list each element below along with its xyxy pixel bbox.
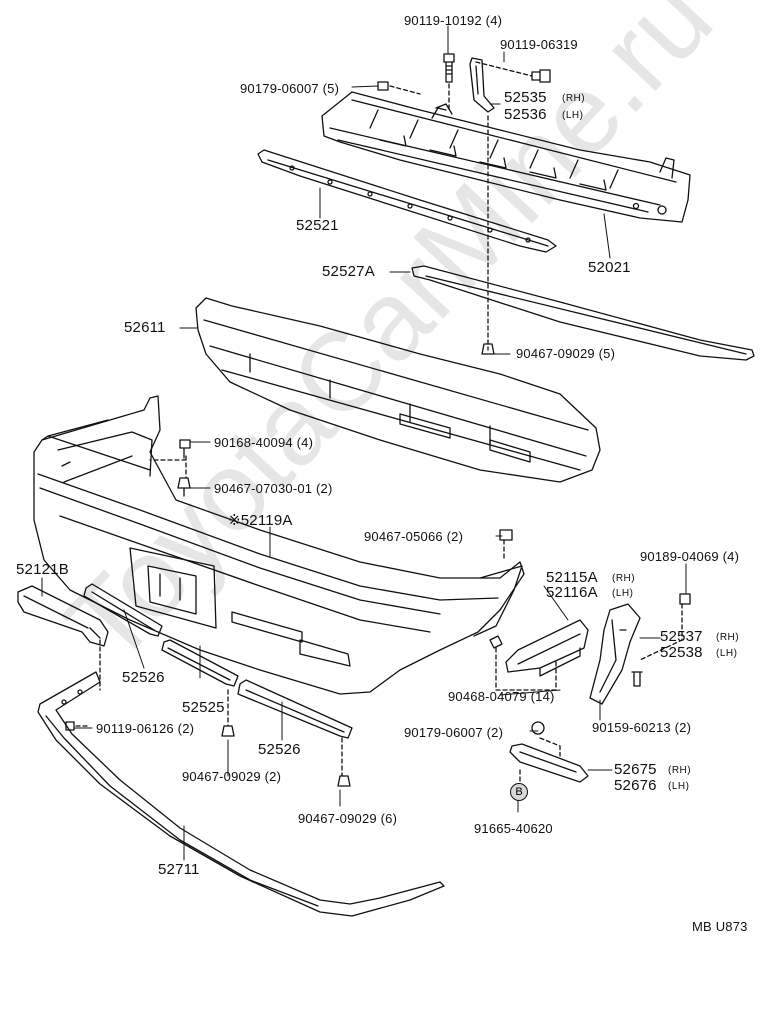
part-label: 52675 [614, 761, 657, 778]
part-label: 52536 [504, 106, 547, 123]
part-label: 90159-60213 (2) [592, 720, 692, 735]
part-label: 90467-05066 (2) [364, 529, 464, 544]
clips [65, 343, 513, 787]
part-label: 52116A [546, 584, 598, 601]
bracket-52675 [509, 721, 589, 783]
part-label: 52521 [296, 217, 339, 234]
part-label: 52538 [660, 644, 703, 661]
part-label: 52526 [122, 669, 165, 686]
part-label: 52527A [322, 263, 375, 280]
part-label: 52021 [588, 259, 631, 276]
lower-spoiler-52711 [37, 671, 445, 917]
part-label: 52115A [546, 569, 598, 586]
part-label: 52121B [16, 561, 69, 578]
part-label: 90189-04069 (4) [640, 549, 740, 564]
part-label: 90119-06126 (2) [96, 721, 195, 736]
top-brackets [377, 53, 551, 115]
part-label: 90179-06007 (2) [404, 725, 504, 740]
reference-marker-b: B [510, 783, 528, 801]
part-label: 90168-40094 (4) [214, 435, 314, 450]
part-label: 52525 [182, 699, 225, 716]
bracket-52115A [489, 619, 589, 677]
part-label: 90467-09029 (5) [516, 346, 616, 361]
part-label: 90467-07030-01 (2) [214, 481, 333, 496]
part-label: 91665-40620 [474, 821, 553, 836]
part-label: 90467-09029 (2) [182, 769, 282, 784]
spacers [83, 583, 353, 739]
part-label: 52535 [504, 89, 547, 106]
part-side-label: (LH) [716, 648, 738, 659]
part-label: 90468-04079 (14) [448, 689, 555, 704]
part-side-label: (LH) [668, 781, 690, 792]
part-label: 52711 [158, 861, 200, 878]
part-label: 90467-09029 (6) [298, 811, 398, 826]
part-label: 90119-10192 (4) [404, 13, 503, 28]
part-label: 90119-06319 [500, 37, 578, 52]
part-side-label: (RH) [612, 573, 636, 584]
leader-lines [41, 25, 687, 861]
diagram-code: MB U873 [692, 919, 748, 934]
bumper-reinforcement [321, 91, 691, 223]
part-side-label: (LH) [612, 588, 634, 599]
part-label: ※52119A [228, 512, 293, 529]
assembly-lines [75, 61, 683, 785]
part-side-label: (RH) [562, 93, 586, 104]
part-side-label: (RH) [668, 765, 692, 776]
absorber-52611 [195, 297, 601, 483]
part-side-label: (LH) [562, 110, 584, 121]
support-52121B [17, 585, 109, 647]
bracket-52537 [589, 593, 691, 705]
part-label: 52537 [660, 628, 703, 645]
part-side-label: (RH) [716, 632, 740, 643]
bumper-cover-52119A [33, 395, 525, 695]
part-label: 52676 [614, 777, 657, 794]
retainer-52521 [257, 149, 557, 253]
part-label: 52611 [124, 319, 166, 336]
strip-52527A [411, 265, 755, 361]
part-label: 52526 [258, 741, 301, 758]
part-label: 90179-06007 (5) [240, 81, 340, 96]
